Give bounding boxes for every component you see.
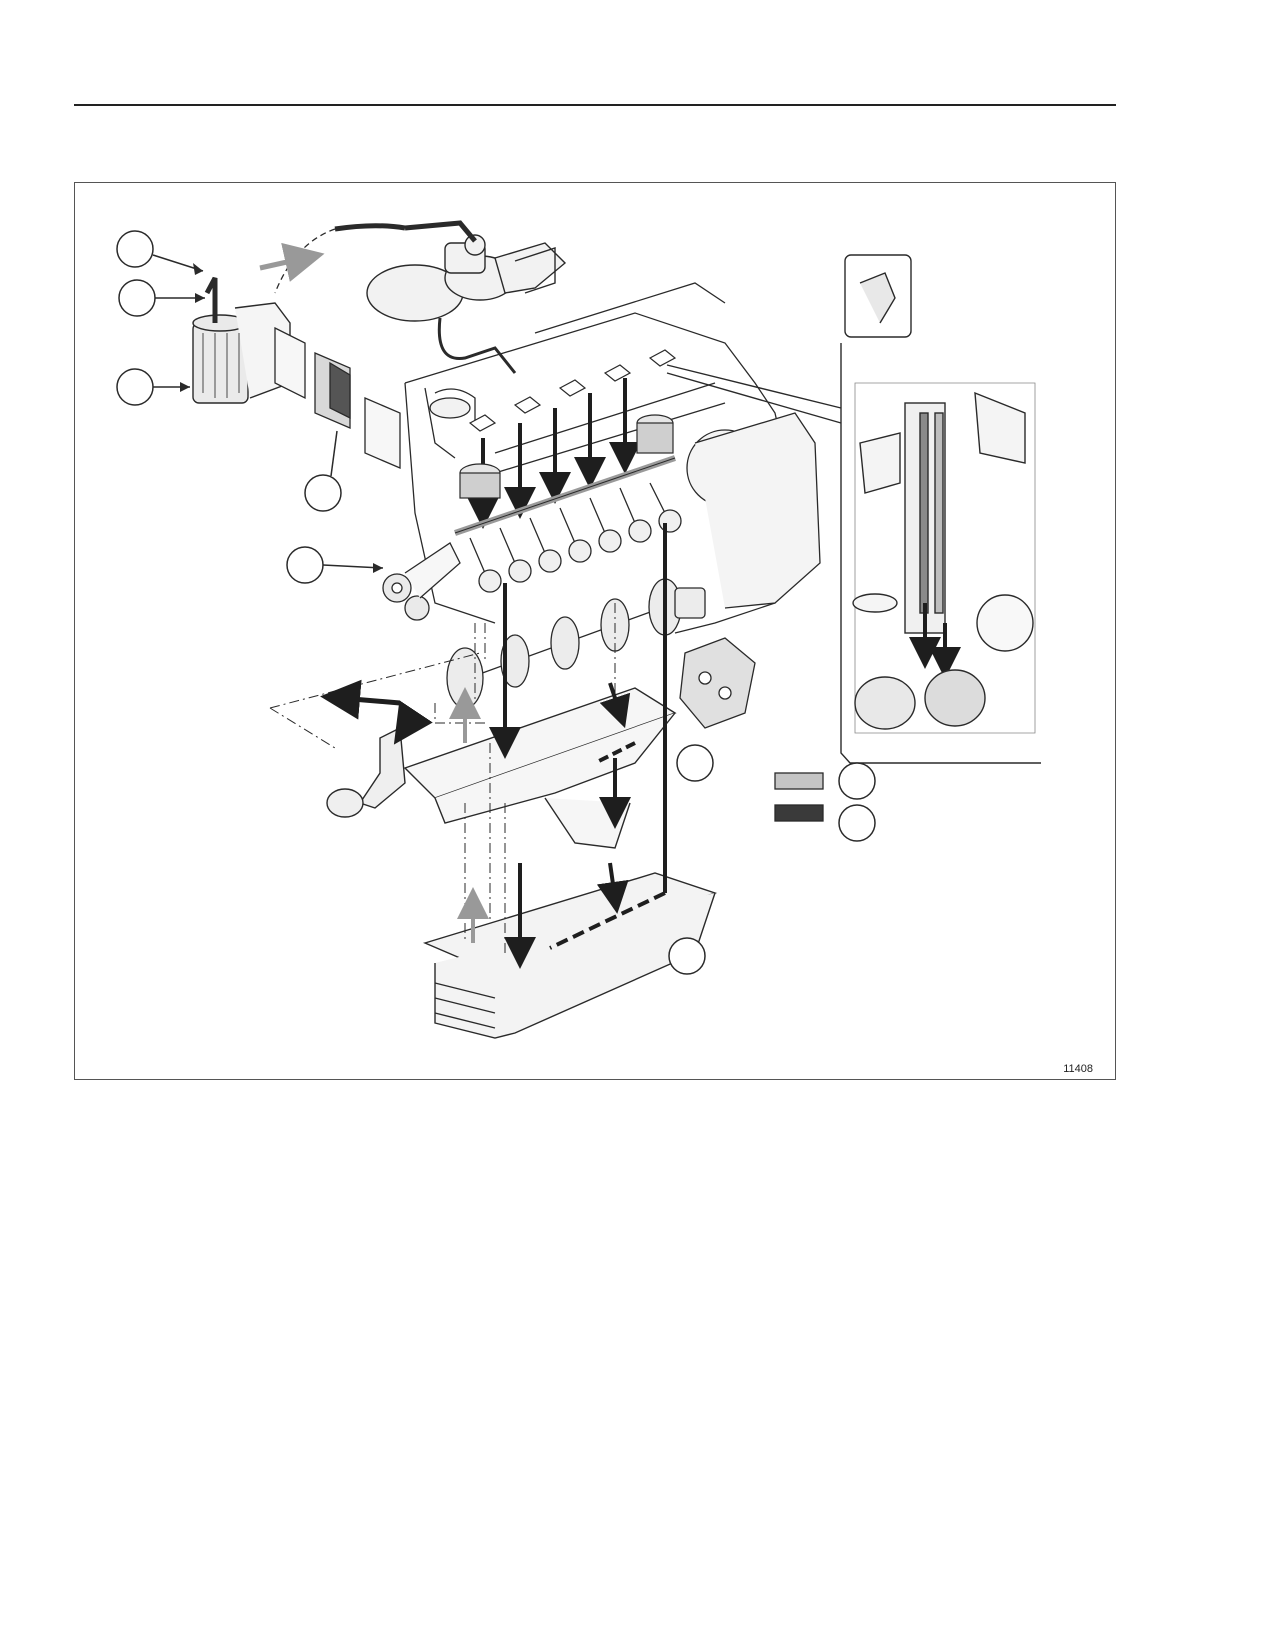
oil-return-paths <box>320 523 667 969</box>
figure-number: 11408 <box>1063 1063 1093 1075</box>
engine-block <box>404 282 796 634</box>
legend-swatch-dark <box>774 804 824 822</box>
header-rule <box>74 104 1116 106</box>
oil-pressure-paths <box>449 687 489 943</box>
oil-flow-pushrods <box>467 378 641 529</box>
timing-gears <box>686 412 821 609</box>
callout-2 <box>118 279 156 317</box>
oil-pump <box>382 542 461 621</box>
callout-4 <box>304 474 342 512</box>
oil-filter-cooler <box>192 276 291 404</box>
rocker-arms <box>468 349 677 432</box>
callout-5 <box>286 546 324 584</box>
callout-arrowheads <box>180 263 383 573</box>
oil-suction-pipe <box>326 726 406 818</box>
cutaway-inset <box>666 254 1041 764</box>
legend-swatch-light <box>774 772 824 790</box>
callout-1 <box>116 230 154 268</box>
fuel-injection-pump <box>679 637 756 729</box>
lubrication-diagram-figure: 11408 <box>74 182 1116 1080</box>
callout-9 <box>838 804 876 842</box>
callouts <box>116 230 876 975</box>
pistons <box>459 414 674 499</box>
oil-cooler-plates <box>274 326 401 469</box>
lower-oil-pan <box>422 872 718 1039</box>
turbocharger <box>366 234 567 322</box>
callout-7 <box>668 937 706 975</box>
callout-3 <box>116 368 154 406</box>
callout-6 <box>676 744 714 782</box>
engine-lubrication-illustration <box>116 220 1041 1039</box>
upper-oil-pan <box>403 687 677 849</box>
callout-8 <box>838 762 876 800</box>
connecting-rods <box>469 482 682 593</box>
